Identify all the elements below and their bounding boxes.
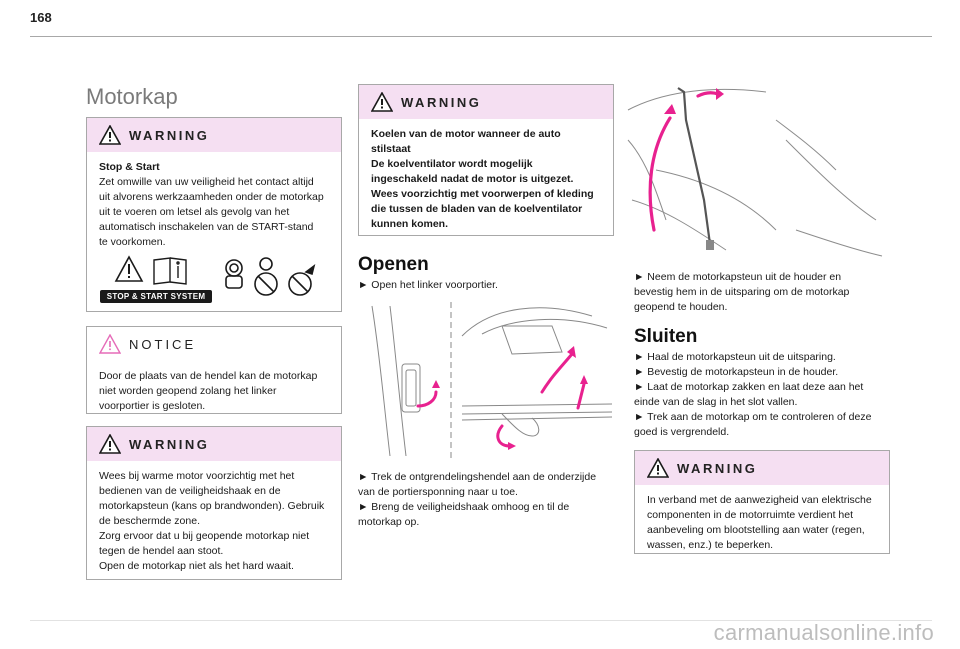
warning-box-warm-motor: WARNING Wees bij warme motor voorzichtig…: [86, 426, 342, 580]
heading-openen: Openen: [358, 254, 429, 275]
openen-steps: ► Trek de ontgrendelingshendel aan de on…: [358, 470, 596, 530]
warning-line: In verband met de aanwezigheid van elekt…: [647, 494, 872, 506]
step-line: ► Breng de veiligheidshaak omhoog en til…: [358, 501, 570, 513]
warning-heading: Stop & Start: [99, 161, 160, 173]
step-line: ► Open het linker voorportier.: [358, 279, 498, 291]
col3-steps: ► Neem de motorkapsteun uit de houder en…: [634, 270, 849, 315]
manual-book-icon: [153, 257, 187, 285]
warning-line: bedienen van de veiligheidshaak en de: [99, 485, 281, 497]
warning-line: Zorg ervoor dat u bij geopende motorkap …: [99, 530, 310, 542]
warning-line: wassen, enz.) te beperken.: [647, 539, 774, 551]
warning-box-koelventilator: WARNING Koelen van de motor wanneer de a…: [358, 84, 614, 236]
warning-header: WARNING: [87, 118, 341, 152]
warning-box-stop-start: WARNING Stop & Start Zet omwille van uw …: [86, 117, 342, 312]
notice-line: voorportier is gesloten.: [99, 400, 206, 412]
warning-triangle-icon: [647, 458, 669, 478]
hood-prop-rod-illustration: [627, 87, 883, 257]
notice-label: NOTICE: [129, 336, 197, 352]
heading-sluiten: Sluiten: [634, 326, 698, 347]
warning-box-water: WARNING In verband met de aanwezigheid v…: [634, 450, 890, 554]
hood-release-illustration: [371, 302, 613, 460]
warning-triangle-icon: [99, 125, 121, 145]
step-line: ► Neem de motorkapsteun uit de houder en: [634, 271, 842, 283]
stop-start-pictograms: [114, 255, 316, 296]
warning-line: componenten in de motorruimte verdient h…: [647, 509, 854, 521]
warning-line: uit te voeren om letsel als gevolg van h…: [99, 206, 290, 218]
warning-line: de beschermde zone.: [99, 515, 200, 527]
step-line: einde van de slag in het slot vallen.: [634, 396, 798, 408]
warning-label: WARNING: [129, 436, 210, 452]
warning-line: automatisch inschakelen van de START-sta…: [99, 221, 314, 233]
warning-line: motorkapsteun (kans op brandwonden). Geb…: [99, 500, 325, 512]
watermark: carmanualsonline.info: [713, 620, 934, 645]
belt-drive-icon: [225, 259, 243, 289]
warning-header: WARNING: [635, 451, 889, 485]
warning-sign-icon: [114, 255, 144, 282]
step-line: geopend te houden.: [634, 301, 728, 313]
step-line: ► Bevestig de motorkapsteun in de houder…: [634, 366, 839, 378]
step-line: ► Trek de ontgrendelingshendel aan de on…: [358, 471, 597, 483]
warning-line: kunnen komen.: [371, 218, 449, 230]
warning-line: Koelen van de motor wanneer de auto: [371, 128, 561, 140]
warning-triangle-icon: [99, 434, 121, 454]
warning-line: Open de motorkap niet als het hard waait…: [99, 560, 294, 572]
warning-line: Wees voorzichtig met voorwerpen of kledi…: [371, 188, 594, 200]
no-hands-icon: [254, 257, 278, 296]
warning-header: WARNING: [359, 85, 613, 119]
step-line: bevestig hem in de uitsparing om de moto…: [634, 286, 850, 298]
notice-triangle-icon: [99, 334, 121, 354]
warning-label: WARNING: [401, 94, 482, 110]
warning-line: Zet omwille van uw veiligheid het contac…: [99, 176, 314, 188]
warning-line: aanbeveling om blootstelling aan water (…: [647, 524, 865, 536]
notice-line: niet worden geopend zolang het linker: [99, 385, 277, 397]
warning-header: WARNING: [87, 427, 341, 461]
notice-box-hendel: NOTICE Door de plaats van de hendel kan …: [86, 326, 342, 414]
step-line: van de portiersponning naar u toe.: [358, 486, 518, 498]
warning-line: ingeschakeld nadat de motor is uitgezet.: [371, 173, 574, 185]
no-fan-icon: [288, 264, 316, 296]
warning-label: WARNING: [677, 460, 758, 476]
warning-triangle-icon: [371, 92, 393, 112]
warning-line: die tussen de bladen van de koelventilat…: [371, 203, 583, 215]
notice-line: Door de plaats van de hendel kan de moto…: [99, 370, 318, 382]
step-line: ► Haal de motorkapsteun uit de uitsparin…: [634, 351, 836, 363]
notice-header: NOTICE: [87, 327, 341, 361]
warning-label: WARNING: [129, 127, 210, 143]
header-rule: [30, 36, 932, 37]
openen-step-1: ► Open het linker voorportier.: [358, 278, 498, 293]
stop-start-badge: STOP & START SYSTEM: [100, 290, 212, 303]
warning-line: De koelventilator wordt mogelijk: [371, 158, 533, 170]
warning-line: uit alvorens werkzaamheden onder de moto…: [99, 191, 324, 203]
step-line: ► Laat de motorkap zakken en laat deze a…: [634, 381, 864, 393]
section-title: Motorkap: [86, 84, 178, 109]
warning-line: stilstaat: [371, 143, 411, 155]
step-line: goed is vergrendeld.: [634, 426, 730, 438]
warning-line: te voorkomen.: [99, 236, 166, 248]
warning-line: Wees bij warme motor voorzichtig met het: [99, 470, 295, 482]
warning-line: tegen de hendel aan stoot.: [99, 545, 224, 557]
sluiten-steps: ► Haal de motorkapsteun uit de uitsparin…: [634, 350, 871, 440]
step-line: ► Trek aan de motorkap om te controleren…: [634, 411, 872, 423]
footer-rule: [30, 620, 932, 621]
step-line: motorkap op.: [358, 516, 420, 528]
page-number: 168: [30, 10, 52, 25]
